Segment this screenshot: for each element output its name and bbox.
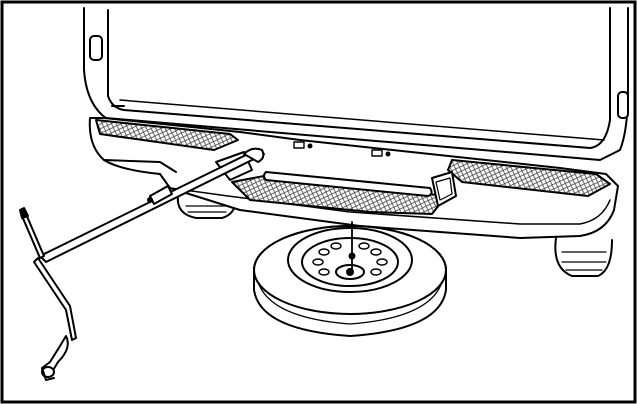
lug-wrench — [19, 207, 77, 381]
bumper-step-pad-right — [447, 159, 611, 197]
jack-handle-extensions — [39, 147, 265, 263]
rear-bumper — [88, 117, 619, 239]
bumper-step-pad-left — [95, 119, 239, 151]
truck-body — [83, 7, 629, 161]
spare-tire — [253, 225, 447, 337]
rear-wheel-right — [554, 237, 613, 277]
wheel-vent-holes — [312, 242, 388, 276]
bumper-access-slot — [263, 171, 433, 197]
hoist-shaft — [348, 221, 356, 271]
